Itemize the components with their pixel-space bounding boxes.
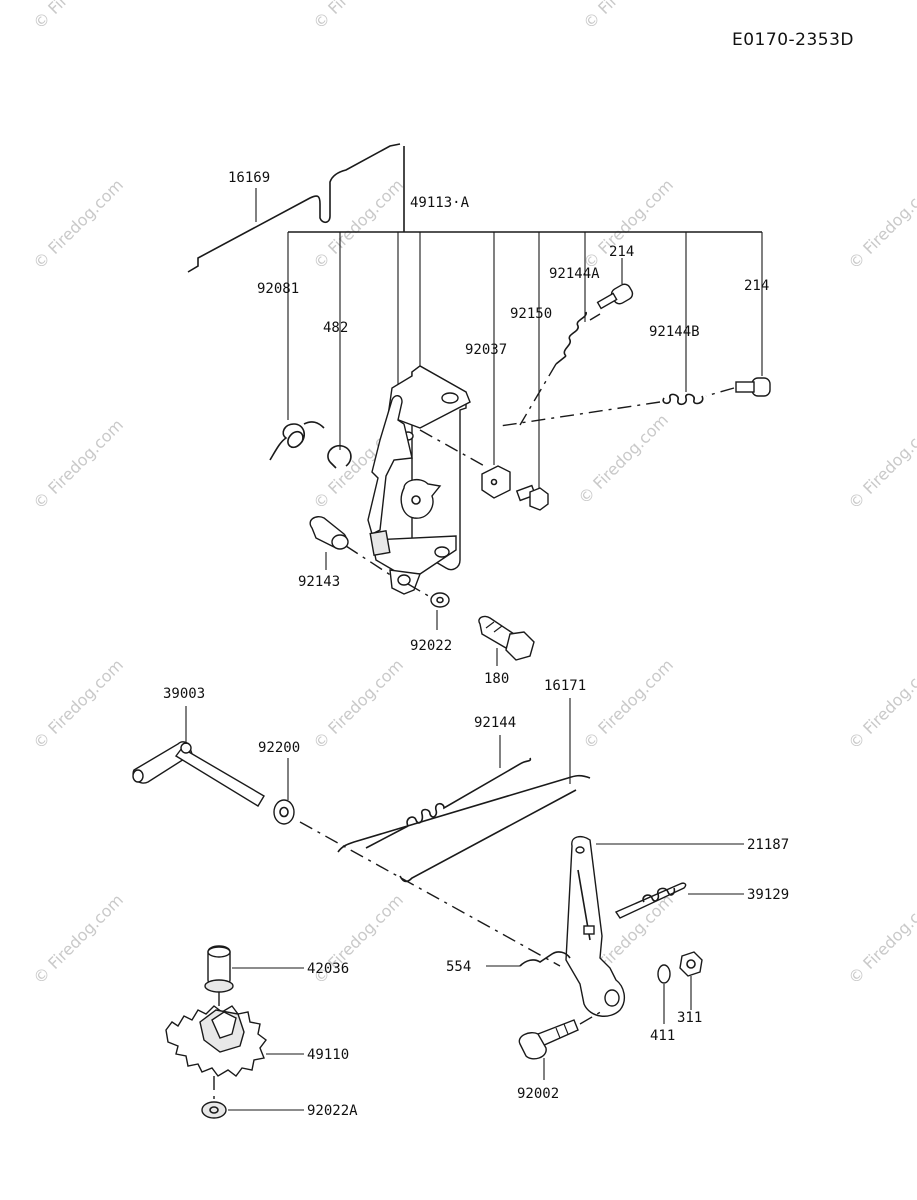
crankcase-outline-lower [337,774,591,883]
washer-hole [279,806,289,818]
washer-hole [436,596,444,604]
sleeve-42036 [204,945,234,993]
part-label-92200: 92200 [258,740,300,756]
pivot-hole [411,495,421,505]
assembly-line [589,313,601,321]
assembly-line [407,583,433,599]
governor-lever [367,395,413,557]
assembly-line [499,401,661,427]
part-label-482: 482 [323,320,348,336]
washer-92022A [201,1101,227,1119]
watermark: © Firedog.com [29,415,127,513]
bolt-214b [735,377,771,397]
bolt-92150 [515,484,549,511]
shaft-centre-line [299,821,561,967]
part-label-21187: 21187 [747,837,789,853]
assembly-line [705,387,735,397]
lever-pivot [400,478,442,519]
part-label-49113A: 49113·A [410,195,470,211]
spring-92144A [555,311,587,365]
part-label-214-a: 214 [609,244,634,260]
part-label-92144: 92144 [474,715,516,731]
watermark: © Firedog.com [309,655,407,753]
part-label-92081: 92081 [257,281,299,297]
part-label-42036: 42036 [307,961,349,977]
circlip-482 [327,444,352,469]
governor-shaft-39003 [132,741,265,807]
spring-pin-39129 [614,882,687,919]
diagram-code: E0170-2353D [732,30,854,50]
nut-311 [679,951,703,977]
spring-92144B [662,393,704,406]
link-rod-554 [519,951,571,967]
part-label-16171: 16171 [544,678,586,694]
part-label-92037: 92037 [465,342,507,358]
watermark: © Firedog.com [309,0,407,33]
governor-gear-49110 [165,1005,267,1077]
assembly-line [579,1009,605,1025]
crankcase-outline [187,143,401,273]
watermark: © Firedog.com [844,890,917,988]
assembly-line [419,429,489,469]
part-label-92022: 92022 [410,638,452,654]
washer-hole [209,1106,219,1114]
bolt-214a [596,283,634,310]
assembly-line [345,545,393,577]
part-label-39129: 39129 [747,887,789,903]
bolt-180 [478,615,535,661]
watermark: © Firedog.com [579,0,677,33]
part-label-39003: 39003 [163,686,205,702]
watermark: © Firedog.com [844,415,917,513]
control-bracket [371,365,471,595]
watermark: © Firedog.com [844,175,917,273]
washer-92200 [273,799,295,825]
part-label-214-b: 214 [744,278,769,294]
washer-411 [657,964,671,984]
link-piece-92037 [481,465,511,499]
part-label-49110: 49110 [307,1047,349,1063]
part-label-311: 311 [677,1010,702,1026]
part-label-92022A: 92022A [307,1103,358,1119]
watermark: © Firedog.com [29,0,127,33]
watermark: © Firedog.com [29,175,127,273]
part-label-92150: 92150 [510,306,552,322]
bolt-92002 [518,1019,579,1060]
part-label-554: 554 [446,959,471,975]
assembly-line [519,363,557,426]
watermark: © Firedog.com [29,890,127,988]
part-label-16169: 16169 [228,170,270,186]
part-label-92143: 92143 [298,574,340,590]
part-label-92144A: 92144A [549,266,600,282]
washer-92022 [430,592,450,608]
bushing-92143 [309,516,349,550]
control-lever-21187 [565,835,626,1017]
part-label-92002: 92002 [517,1086,559,1102]
watermark: © Firedog.com [309,175,407,273]
watermark: © Firedog.com [574,410,672,508]
part-label-92144B: 92144B [649,324,700,340]
watermark: © Firedog.com [579,655,677,753]
part-label-411: 411 [650,1028,675,1044]
governor-spring-92081 [269,421,325,461]
spring-92144 [365,757,532,849]
watermark: © Firedog.com [844,655,917,753]
watermark: © Firedog.com [29,655,127,753]
part-label-180: 180 [484,671,509,687]
